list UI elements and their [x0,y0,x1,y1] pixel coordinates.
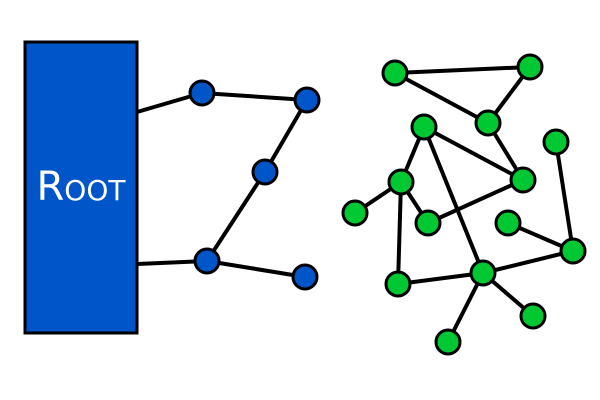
graph-node-E [542,128,570,156]
root-block [23,40,139,335]
tree-edge-t3-t4 [205,170,267,263]
graph-edge-D-M [422,126,485,274]
tree-edge-t1-t2 [201,91,308,102]
graph-edge-A-C [394,71,489,125]
graph-node-K [559,237,587,265]
graph-node-G [387,168,415,196]
graph-node-F [509,166,537,194]
graph-node-L [384,270,412,298]
graph-edge-I-F [427,178,524,225]
graph-edge-M-K [482,249,574,275]
graph-edge-G-L [396,181,403,285]
graph-node-B [516,53,544,81]
graph-node-J [494,209,522,237]
tree-edge-t2-t3 [263,98,309,174]
tree-node-t2 [293,86,321,114]
graph-edge-E-K [554,141,575,252]
graph-edge-A-B [394,65,531,75]
tree-node-t5 [291,263,319,291]
tree-node-t3 [251,158,279,186]
graph-node-C [474,109,502,137]
graph-edge-L-M [397,271,484,286]
graph-node-M [469,259,497,287]
graph-edge-D-F [423,125,524,182]
graph-node-H [341,199,369,227]
tree-node-t4 [193,247,221,275]
graph-node-O [434,328,462,356]
graph-node-D [410,113,438,141]
graph-node-A [381,59,409,87]
graph-node-I [414,209,442,237]
graph-node-N [519,302,547,330]
tree-edge-t4-t5 [206,259,306,279]
tree-node-t1 [188,79,216,107]
root-label: Root [37,164,127,210]
